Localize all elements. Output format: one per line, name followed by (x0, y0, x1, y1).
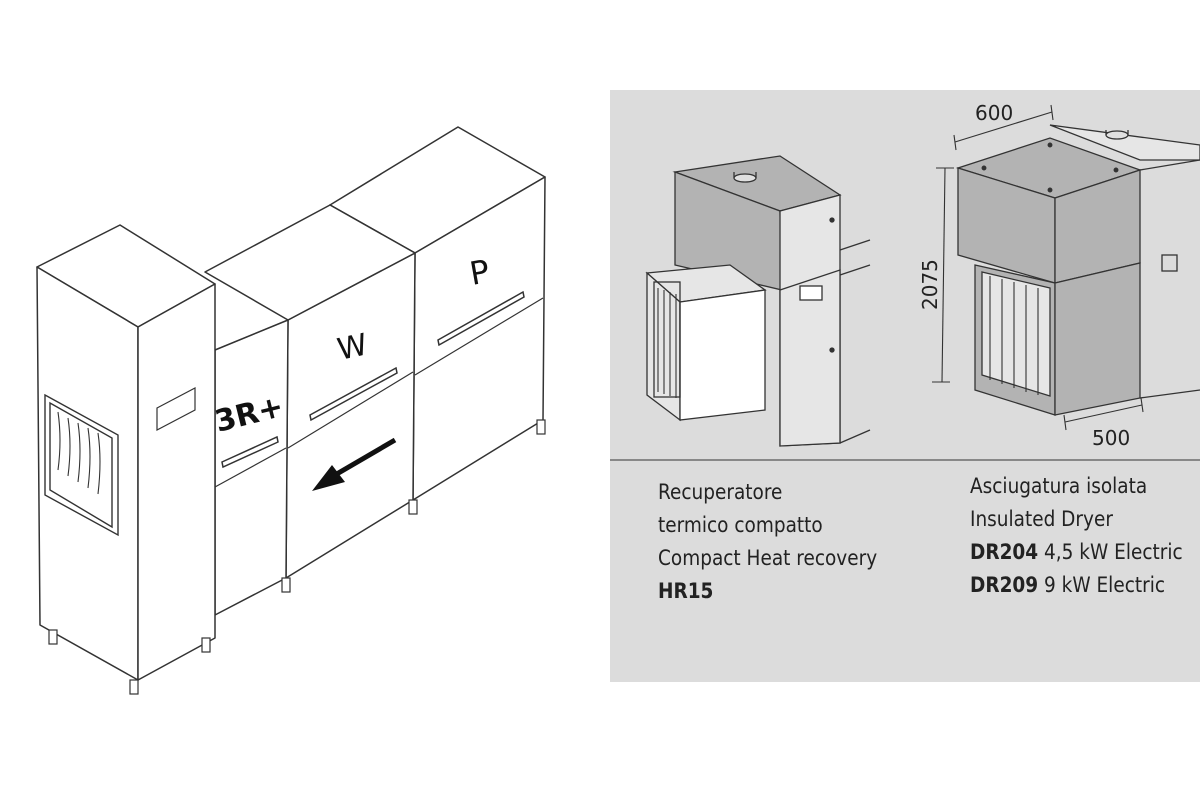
direction-arrow-icon (312, 437, 397, 491)
loading-window (44, 393, 119, 537)
heat-recovery-caption: Recuperatore termico compatto Compact He… (658, 476, 877, 608)
heat-recovery-drawing (645, 155, 871, 447)
module-label-w: W (334, 327, 370, 367)
dryer-caption: Asciugatura isolata Insulated Dryer DR20… (970, 470, 1183, 602)
dimension-height: 2075 (918, 259, 942, 310)
accessory-drawings: 600 2075 500 (610, 101, 1200, 461)
dryer-model-spec: 9 kW Electric (1044, 573, 1166, 597)
caption-line: Recuperatore (658, 480, 783, 504)
insulated-dryer-drawing (955, 124, 1200, 416)
dryer-model-row: DR209 9 kW Electric (970, 569, 1183, 602)
caption-line: Asciugatura isolata (970, 474, 1148, 498)
r-module-handle (221, 435, 279, 469)
dimension-depth: 500 (1092, 426, 1130, 450)
loading-column-plate (156, 387, 196, 431)
dishwasher-line-drawing: 3R+ W P (36, 126, 546, 695)
w-module-handle (309, 366, 398, 422)
dryer-model-spec: 4,5 kW Electric (1044, 540, 1183, 564)
dryer-model-row: DR204 4,5 kW Electric (970, 536, 1183, 569)
loading-column-right (137, 283, 216, 681)
caption-line: termico compatto (658, 513, 823, 537)
dryer-model-code: DR204 (970, 540, 1039, 564)
caption-line: Compact Heat recovery (658, 546, 878, 570)
dimension-lines (932, 104, 1144, 431)
w-module-top-cap (204, 204, 416, 321)
p-module-handle (437, 290, 525, 347)
caption-line: Insulated Dryer (970, 507, 1113, 531)
heat-recovery-model: HR15 (658, 579, 714, 603)
dryer-model-code: DR209 (970, 573, 1039, 597)
dimension-width: 600 (975, 101, 1013, 125)
